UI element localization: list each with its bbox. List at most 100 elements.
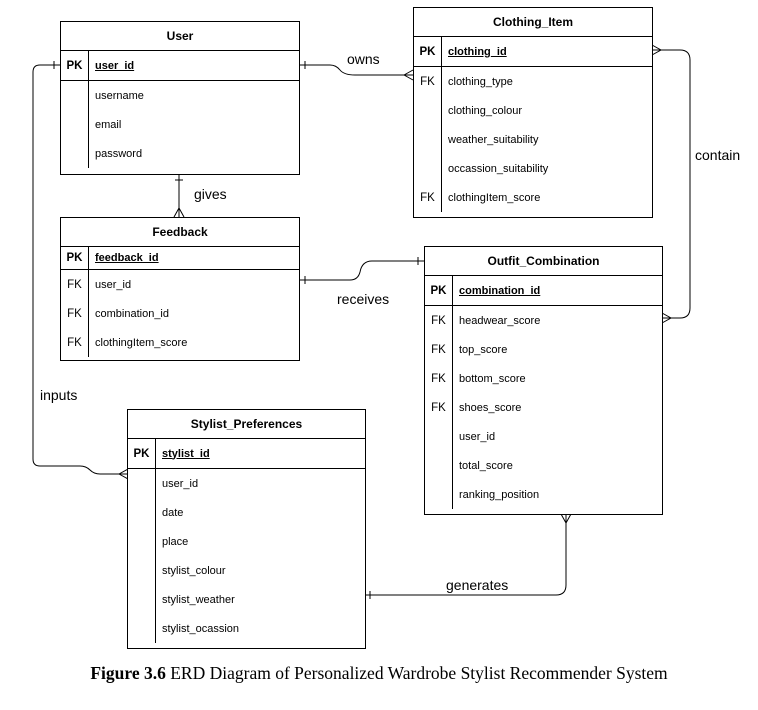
key-label: FK <box>61 328 89 357</box>
primary-key-row: PK user_id <box>61 51 299 81</box>
field-name: bottom_score <box>459 372 526 385</box>
attribute-row: FK top_score <box>425 335 662 364</box>
attribute-row: user_id <box>128 469 365 498</box>
field-name: user_id <box>162 477 199 490</box>
field-name: clothingItem_score <box>448 191 541 204</box>
attribute-row: weather_suitability <box>414 125 652 154</box>
key-label: FK <box>425 393 453 422</box>
key-label: FK <box>414 183 442 212</box>
figure-number: Figure 3.6 <box>90 663 166 683</box>
field-name: ranking_position <box>459 488 540 501</box>
attribute-row: username <box>61 81 299 110</box>
key-label <box>61 110 89 139</box>
receives-line <box>299 260 424 281</box>
entity-title: Outfit_Combination <box>425 247 662 276</box>
field-name: total_score <box>459 459 513 472</box>
gives-many-mark <box>173 207 185 218</box>
entity-title: Feedback <box>61 218 299 247</box>
relationship-label-receives: receives <box>337 291 390 307</box>
figure-caption: Figure 3.6 ERD Diagram of Personalized W… <box>0 663 758 684</box>
key-label <box>425 480 453 509</box>
owns-many-mark <box>403 69 414 81</box>
key-label <box>128 585 156 614</box>
key-label <box>128 469 156 498</box>
field-name: clothing_id <box>448 45 507 58</box>
field-name: combination_id <box>95 307 169 320</box>
key-label <box>414 154 442 183</box>
key-label: FK <box>414 67 442 96</box>
inputs-many-mark <box>118 468 129 480</box>
owns-line <box>299 64 413 76</box>
key-label <box>414 96 442 125</box>
key-label: FK <box>61 270 89 299</box>
contain-line <box>652 49 691 319</box>
relationship-label-inputs: inputs <box>40 387 78 403</box>
attribute-row: date <box>128 498 365 527</box>
field-name: clothing_type <box>448 75 513 88</box>
key-label: PK <box>61 247 89 269</box>
attribute-row: FK user_id <box>61 270 299 299</box>
field-name: clothingItem_score <box>95 336 188 349</box>
attribute-row: clothing_colour <box>414 96 652 125</box>
attribute-row: FK clothingItem_score <box>414 183 652 212</box>
contain-many-mark-bottom <box>661 312 673 324</box>
field-name: stylist_colour <box>162 564 226 577</box>
attribute-row: FK clothingItem_score <box>61 328 299 357</box>
field-name: combination_id <box>459 284 541 297</box>
attribute-row: ranking_position <box>425 480 662 509</box>
key-label <box>425 422 453 451</box>
field-name: email <box>95 118 122 131</box>
field-name: clothing_colour <box>448 104 522 117</box>
key-label <box>61 81 89 110</box>
primary-key-row: PK combination_id <box>425 276 662 306</box>
entity-title: Stylist_Preferences <box>128 410 365 439</box>
field-name: feedback_id <box>95 252 159 264</box>
relationship-label-owns: owns <box>347 51 380 67</box>
attribute-row: FK bottom_score <box>425 364 662 393</box>
key-label: FK <box>425 364 453 393</box>
attribute-row: occassion_suitability <box>414 154 652 183</box>
relationship-label-generates: generates <box>446 577 509 593</box>
entity-clothing-item[interactable]: Clothing_Item PK clothing_id FK clothing… <box>413 7 653 218</box>
entity-feedback[interactable]: Feedback PK feedback_id FK user_id FK co… <box>60 217 300 361</box>
entity-stylist-preferences[interactable]: Stylist_Preferences PK stylist_id user_i… <box>127 409 366 649</box>
key-label <box>128 556 156 585</box>
primary-key-row: PK feedback_id <box>61 247 299 270</box>
field-name: user_id <box>95 278 132 291</box>
entity-title: Clothing_Item <box>414 8 652 37</box>
attribute-row: FK headwear_score <box>425 306 662 335</box>
key-label <box>414 125 442 154</box>
key-label: PK <box>128 439 156 468</box>
generates-many-mark <box>560 513 572 525</box>
attribute-row: FK combination_id <box>61 299 299 328</box>
generates-line <box>366 514 567 596</box>
key-label <box>128 614 156 643</box>
key-label: FK <box>61 299 89 328</box>
key-label: FK <box>425 335 453 364</box>
attribute-row: FK shoes_score <box>425 393 662 422</box>
attribute-row: stylist_colour <box>128 556 365 585</box>
field-name: username <box>95 89 144 102</box>
figure-caption-text: ERD Diagram of Personalized Wardrobe Sty… <box>165 663 668 683</box>
inputs-line <box>32 64 128 475</box>
key-label: PK <box>61 51 89 80</box>
field-name: headwear_score <box>459 314 541 327</box>
entity-title: User <box>61 22 299 51</box>
field-name: occassion_suitability <box>448 162 549 175</box>
attribute-row: password <box>61 139 299 168</box>
key-label <box>128 498 156 527</box>
entity-outfit-combination[interactable]: Outfit_Combination PK combination_id FK … <box>424 246 663 515</box>
attribute-row: FK clothing_type <box>414 67 652 96</box>
attribute-row: user_id <box>425 422 662 451</box>
field-name: stylist_id <box>162 447 210 460</box>
field-name: weather_suitability <box>448 133 539 146</box>
contain-many-mark-top <box>651 44 663 56</box>
key-label <box>425 451 453 480</box>
field-name: password <box>95 147 143 160</box>
attribute-row: email <box>61 110 299 139</box>
field-name: top_score <box>459 343 508 356</box>
attribute-row: stylist_ocassion <box>128 614 365 643</box>
entity-user[interactable]: User PK user_id username email password <box>60 21 300 175</box>
relationship-label-gives: gives <box>194 186 227 202</box>
field-name: place <box>162 535 189 548</box>
